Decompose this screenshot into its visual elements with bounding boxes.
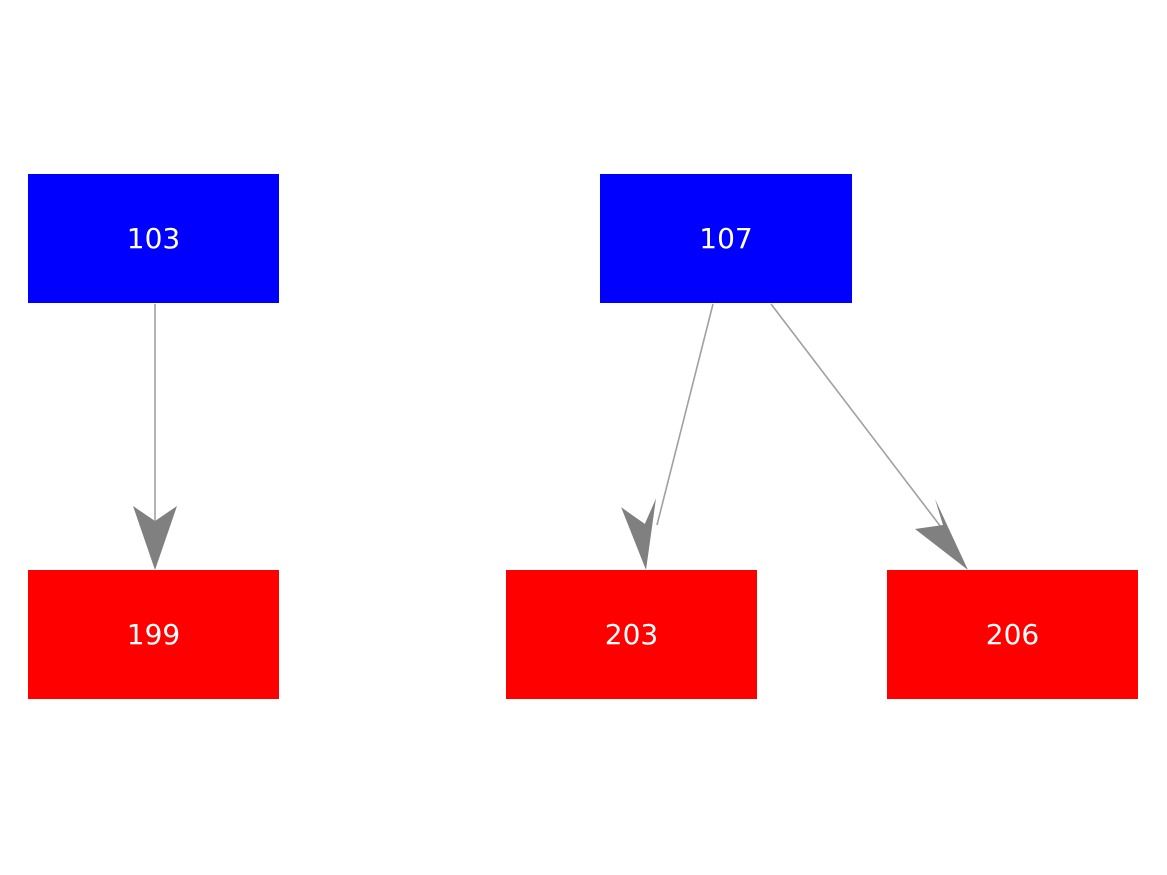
- node-206-label: 206: [986, 618, 1039, 651]
- node-107[interactable]: 107: [600, 174, 852, 303]
- node-103[interactable]: 103: [28, 174, 279, 303]
- node-203-label: 203: [605, 618, 658, 651]
- node-layer: 103 107 199 203 206: [28, 174, 1138, 699]
- node-206-rect[interactable]: [887, 570, 1138, 699]
- edge-107-203[interactable]: [621, 303, 714, 572]
- node-206[interactable]: 206: [887, 570, 1138, 699]
- edge-line: [656, 303, 714, 526]
- edge-layer: [133, 303, 968, 572]
- edge-line: [770, 303, 942, 528]
- arrowhead-icon: [915, 499, 968, 570]
- arrowhead-icon: [621, 498, 656, 570]
- edge-103-199[interactable]: [133, 304, 177, 570]
- node-103-label: 103: [127, 222, 180, 255]
- node-203-rect[interactable]: [506, 570, 757, 699]
- node-103-rect[interactable]: [28, 174, 279, 303]
- node-199-rect[interactable]: [28, 570, 279, 699]
- node-107-label: 107: [699, 222, 752, 255]
- node-107-rect[interactable]: [600, 174, 852, 303]
- edge-107-206[interactable]: [770, 303, 968, 570]
- node-199-label: 199: [127, 618, 180, 651]
- arrowhead-icon: [133, 506, 177, 570]
- node-199[interactable]: 199: [28, 570, 279, 699]
- node-203[interactable]: 203: [506, 570, 757, 699]
